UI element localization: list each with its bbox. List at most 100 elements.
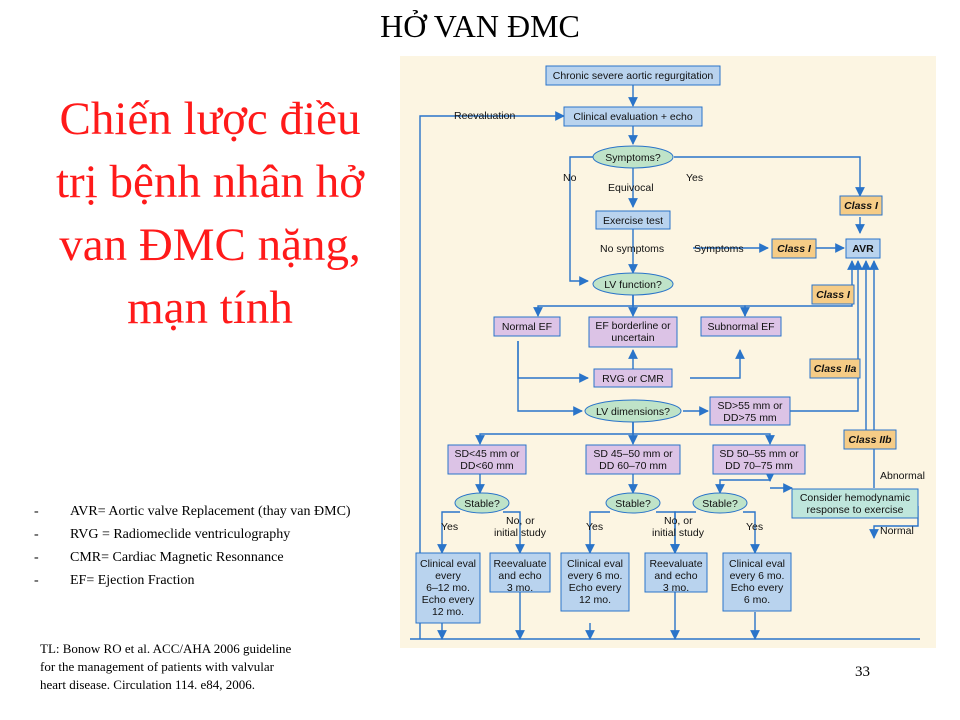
follow-up-line: 3 mo.	[507, 582, 533, 594]
stable-question: Stable?	[454, 492, 510, 514]
lv-function-question: LV function?	[592, 272, 674, 296]
page-number: 33	[855, 664, 870, 680]
normal-label: Normal	[880, 525, 914, 537]
abbreviation-list: -AVR= Aortic valve Replacement (thay van…	[34, 502, 364, 594]
follow-up-line: 6–12 mo.	[426, 582, 470, 594]
reference-note: TL: Bonow RO et al. ACC/AHA 2006 guideli…	[40, 640, 360, 694]
follow-up-line: every 6 mo.	[730, 570, 785, 582]
follow-up-line: Clinical eval	[729, 558, 785, 570]
ef-borderline-box: EF borderline or uncertain	[588, 316, 678, 348]
follow-up-box: Clinical eval every 6 mo. Echo every 12 …	[560, 552, 630, 612]
class-i-label: Class I	[777, 243, 812, 255]
yes-label: Yes	[746, 521, 763, 533]
follow-up-box: Clinical eval every 6 mo. Echo every 6 m…	[722, 552, 792, 612]
symptoms-question-label: Symptoms?	[605, 152, 661, 164]
ef-borderline-label: EF borderline or	[595, 320, 671, 332]
subject-line: van ĐMC nặng,	[59, 219, 361, 271]
follow-up-box: Reevaluate and echo 3 mo.	[489, 552, 551, 594]
abbreviation-text: RVG = Radiomeclide ventriculography	[70, 527, 291, 542]
no-initial-label: initial study	[652, 527, 705, 539]
stable-question: Stable?	[605, 492, 661, 514]
avr-label: AVR	[852, 243, 874, 255]
abbreviation-text: EF= Ejection Fraction	[70, 573, 195, 588]
dim-mid-label: SD 45–50 mm or	[593, 448, 673, 460]
class-iib-label: Class IIb	[848, 434, 892, 446]
follow-up-line: Reevaluate	[493, 558, 546, 570]
subject-line: Chiến lược điều	[59, 93, 361, 145]
abbreviation-text: CMR= Cardiac Magnetic Resonnance	[70, 550, 284, 565]
follow-up-line: Echo every	[569, 582, 622, 594]
dim-large-box: SD 50–55 mm or DD 70–75 mm	[712, 444, 806, 475]
reevaluation-label: Reevaluation	[454, 110, 515, 122]
follow-up-line: Echo every	[731, 582, 784, 594]
start-box: Chronic severe aortic regurgitation	[545, 65, 721, 86]
dim-small-label: SD<45 mm or	[454, 448, 520, 460]
follow-up-box: Clinical eval every 6–12 mo. Echo every …	[415, 552, 481, 624]
rvg-cmr-box: RVG or CMR	[593, 368, 673, 388]
dim-mid-box: SD 45–50 mm or DD 60–70 mm	[585, 444, 681, 475]
flowchart-svg: Chronic severe aortic regurgitation Clin…	[410, 65, 925, 640]
yes-label: Yes	[441, 521, 458, 533]
slide-title: HỞ VAN ĐMC	[380, 8, 580, 44]
reference-line: for the management of patients with valv…	[40, 659, 274, 674]
class-i-box: Class I	[771, 238, 817, 259]
exercise-test-label: Exercise test	[603, 215, 663, 227]
symptoms-label: Symptoms	[694, 243, 744, 255]
follow-up-line: Clinical eval	[567, 558, 623, 570]
yes-label: Yes	[586, 521, 603, 533]
ef-borderline-label: uncertain	[611, 332, 654, 344]
connectors	[410, 85, 920, 640]
no-initial-label: No, or	[664, 515, 693, 527]
abbreviation-item: -RVG = Radiomeclide ventriculography	[34, 527, 291, 542]
lv-function-question-label: LV function?	[604, 279, 662, 291]
follow-up-box: Reevaluate and echo 3 mo.	[644, 552, 708, 594]
slide-subject: Chiến lược điều trị bệnh nhân hở van ĐMC…	[20, 88, 400, 340]
follow-up-line: Reevaluate	[649, 558, 702, 570]
equivocal-label: Equivocal	[608, 182, 654, 194]
no-symptoms-label: No symptoms	[600, 243, 664, 255]
yes-label: Yes	[686, 172, 703, 184]
normal-ef-label: Normal EF	[502, 321, 552, 333]
subject-line: trị bệnh nhân hở	[55, 156, 365, 208]
follow-up-line: Echo every	[422, 594, 475, 606]
class-iia-label: Class IIa	[814, 363, 857, 375]
clinical-eval-box: Clinical evaluation + echo	[563, 106, 703, 127]
class-i-box: Class I	[811, 284, 855, 305]
class-iia-box: Class IIa	[809, 358, 861, 379]
follow-up-line: and echo	[654, 570, 697, 582]
stable-label: Stable?	[464, 498, 500, 510]
lv-dimensions-question-label: LV dimensions?	[596, 406, 670, 418]
class-iib-box: Class IIb	[843, 429, 897, 450]
consider-box: Consider hemodynamic response to exercis…	[791, 488, 919, 519]
dim-mid-label: DD 60–70 mm	[599, 460, 667, 472]
abbreviation-item: -AVR= Aortic valve Replacement (thay van…	[34, 504, 351, 519]
lv-dimensions-question: LV dimensions?	[584, 399, 682, 423]
follow-up-line: and echo	[498, 570, 541, 582]
dim-small-label: DD<60 mm	[460, 460, 514, 472]
sd55-box: SD>55 mm or DD>75 mm	[709, 396, 791, 426]
consider-label: Consider hemodynamic	[800, 492, 910, 504]
reference-line: TL: Bonow RO et al. ACC/AHA 2006 guideli…	[40, 641, 292, 656]
flowchart: Chronic severe aortic regurgitation Clin…	[400, 56, 936, 648]
class-i-label: Class I	[816, 289, 851, 301]
abbreviation-text: AVR= Aortic valve Replacement (thay van …	[70, 504, 351, 519]
subnormal-ef-box: Subnormal EF	[700, 316, 782, 337]
subject-line: mạn tính	[127, 282, 293, 334]
abbreviation-item: -CMR= Cardiac Magnetic Resonnance	[34, 550, 284, 565]
stable-label: Stable?	[702, 498, 738, 510]
abnormal-label: Abnormal	[880, 470, 925, 482]
follow-up-line: 6 mo.	[744, 594, 770, 606]
stable-label: Stable?	[615, 498, 651, 510]
follow-up-line: every	[435, 570, 461, 582]
abbreviation-item: -EF= Ejection Fraction	[34, 573, 195, 588]
exercise-test-box: Exercise test	[595, 210, 671, 230]
no-initial-label: No, or	[506, 515, 535, 527]
class-i-box: Class I	[839, 195, 883, 216]
follow-up-line: Clinical eval	[420, 558, 476, 570]
avr-box: AVR	[845, 238, 881, 259]
subnormal-ef-label: Subnormal EF	[707, 321, 774, 333]
rvg-cmr-label: RVG or CMR	[602, 373, 664, 385]
normal-ef-box: Normal EF	[493, 316, 561, 337]
follow-up-line: 12 mo.	[579, 594, 611, 606]
reference-line: heart disease. Circulation 114. e84, 200…	[40, 677, 256, 692]
